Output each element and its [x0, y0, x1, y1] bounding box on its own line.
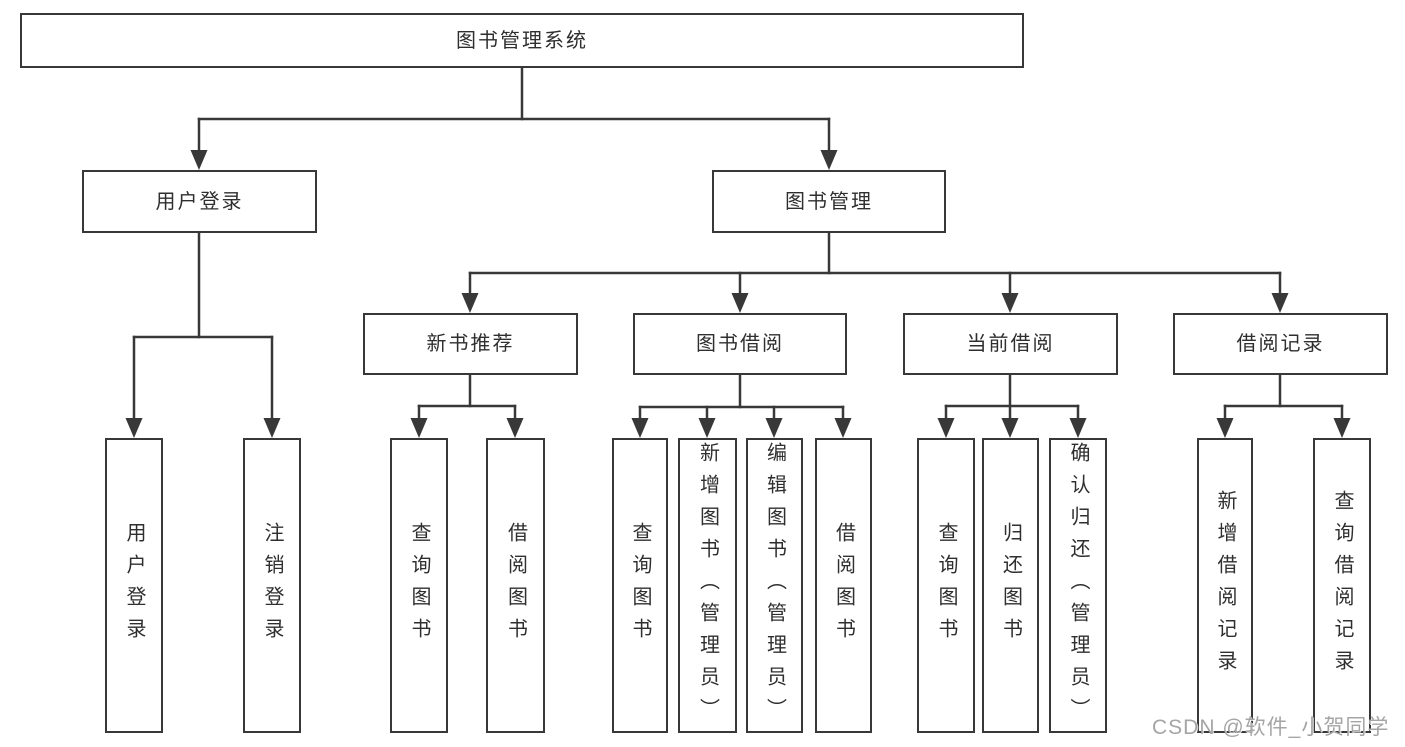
- node-query-books-1: 查询图书: [390, 438, 448, 733]
- node-borrow-books-2: 借阅图书: [815, 438, 872, 733]
- node-library-system: 图书管理系统: [20, 13, 1024, 68]
- node-edit-books-admin: 编辑图书（管理员）: [746, 438, 803, 733]
- node-book-borrowing: 图书借阅: [633, 313, 847, 375]
- connector-user-login-children: [125, 231, 281, 438]
- node-query-books-3: 查询图书: [917, 438, 975, 733]
- node-add-books-admin: 新增图书（管理员）: [678, 438, 737, 733]
- node-query-borrow-record: 查询借阅记录: [1313, 438, 1371, 733]
- node-book-management: 图书管理: [712, 170, 946, 233]
- node-user-login: 用户登录: [105, 438, 163, 733]
- connector-current-borrow-children: [937, 374, 1087, 438]
- node-query-books-2: 查询图书: [612, 438, 668, 733]
- connector-book-borrow-children: [631, 373, 852, 438]
- node-borrowing-records: 借阅记录: [1173, 313, 1388, 375]
- csdn-watermark: CSDN @软件_小贺同学: [1152, 716, 1390, 739]
- node-user-login-group: 用户登录: [82, 170, 317, 233]
- node-return-books: 归还图书: [982, 438, 1039, 733]
- connector-book-mgmt-children: [461, 231, 1289, 313]
- node-new-book-recommend: 新书推荐: [363, 313, 578, 375]
- connector-borrow-records-children: [1216, 373, 1351, 438]
- node-borrow-books-1: 借阅图书: [486, 438, 545, 733]
- connector-new-books-children: [410, 373, 524, 438]
- node-confirm-return-admin: 确认归还（管理员）: [1049, 438, 1107, 733]
- connector-root-to-level2: [190, 66, 838, 170]
- node-current-borrowing: 当前借阅: [903, 313, 1118, 375]
- node-logout: 注销登录: [243, 438, 301, 733]
- node-add-borrow-record: 新增借阅记录: [1197, 438, 1253, 733]
